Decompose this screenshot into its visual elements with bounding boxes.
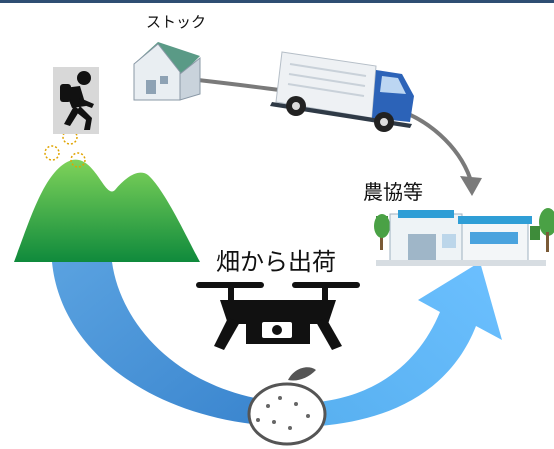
drone-icon bbox=[196, 282, 360, 350]
running-person-with-backpack-icon bbox=[53, 67, 99, 134]
top-border bbox=[0, 0, 554, 3]
right-blue-arrow bbox=[318, 262, 502, 426]
cooperative-label: 農協等 bbox=[363, 180, 423, 204]
warehouse-icon bbox=[133, 42, 201, 101]
left-blue-arrow bbox=[52, 262, 255, 424]
citrus-fruit-icon bbox=[247, 367, 327, 446]
green-mountain-icon bbox=[14, 159, 200, 262]
cooperative-building-icon bbox=[374, 208, 554, 266]
gray-arrow-head bbox=[460, 176, 482, 196]
stock-label: ストック bbox=[146, 13, 207, 31]
ship-from-field-label: 畑から出荷 bbox=[216, 248, 336, 276]
delivery-truck-icon bbox=[270, 51, 414, 132]
